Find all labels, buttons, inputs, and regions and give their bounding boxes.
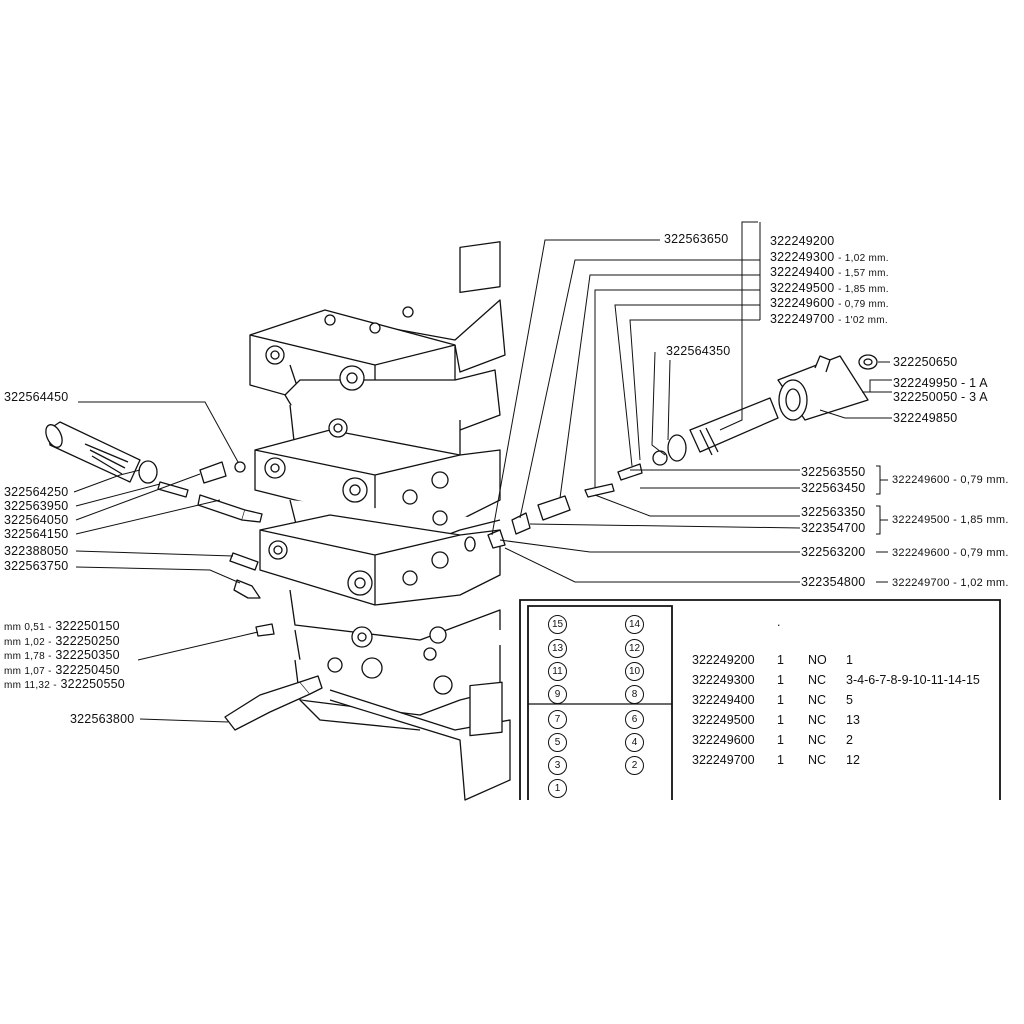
size-row: mm 0,51 - 322250150 — [4, 619, 120, 633]
position-10-marker: 10 — [625, 662, 644, 681]
result-322249600-b: 322249600 - 0,79 mm. — [892, 547, 1009, 559]
label-322249850: 322249850 — [893, 411, 958, 425]
position-12-marker: 12 — [625, 639, 644, 658]
valve-stack — [249, 241, 511, 801]
label-322564150: 322564150 — [4, 527, 69, 541]
position-9-marker: 9 — [548, 685, 567, 704]
left-parts — [45, 421, 323, 731]
right-parts — [464, 354, 878, 552]
valve-list-row: 322249700 - 1'02 mm. — [770, 311, 888, 326]
table-dot: . — [777, 615, 781, 629]
size-row: mm 1,78 - 322250350 — [4, 648, 120, 662]
position-4-marker: 4 — [625, 733, 644, 752]
label-322564050: 322564050 — [4, 513, 69, 527]
position-11-marker: 11 — [548, 662, 567, 681]
valve-list: 322249200 322249300 - 1,02 mm. 322249400… — [770, 234, 889, 327]
label-322563650: 322563650 — [664, 232, 729, 246]
size-row: mm 11,32 - 322250550 — [4, 677, 125, 691]
bottom-bracket — [329, 689, 511, 801]
position-14-marker: 14 — [625, 615, 644, 634]
valve-list-row: 322249500 - 1,85 mm. — [770, 280, 889, 295]
position-13-marker: 13 — [548, 639, 567, 658]
position-8-marker: 8 — [625, 685, 644, 704]
label-322354700: 322354700 — [801, 521, 866, 535]
label-322563450: 322563450 — [801, 481, 866, 495]
label-322564250: 322564250 — [4, 485, 69, 499]
label-322563750: 322563750 — [4, 559, 69, 573]
label-322563200: 322563200 — [801, 545, 866, 559]
position-6-marker: 6 — [625, 710, 644, 729]
position-5-marker: 5 — [548, 733, 567, 752]
valve-list-row: 322249600 - 0,79 mm. — [770, 296, 889, 310]
label-322563800: 322563800 — [70, 712, 135, 726]
label-322563550: 322563550 — [801, 465, 866, 479]
label-322249950: 322249950 - 1 A — [893, 376, 988, 390]
label-322250650: 322250650 — [893, 355, 958, 369]
result-322249700: 322249700 - 1,02 mm. — [892, 577, 1009, 589]
result-322249500: 322249500 - 1,85 mm. — [892, 514, 1009, 526]
label-322563950: 322563950 — [4, 499, 69, 513]
position-3-marker: 3 — [548, 756, 567, 775]
size-list: mm 0,51 - 322250150 mm 1,02 - 322250250 … — [4, 619, 125, 692]
label-322563350: 322563350 — [801, 505, 866, 519]
size-row: mm 1,02 - 322250250 — [4, 633, 120, 648]
valve-list-row: 322249300 - 1,02 mm. — [770, 249, 889, 264]
position-2-marker: 2 — [625, 756, 644, 775]
label-322250050: 322250050 - 3 A — [893, 390, 988, 404]
valve-cartridge — [689, 397, 779, 453]
valve-list-row: 322249400 - 1,57 mm. — [770, 265, 889, 279]
label-322354800: 322354800 — [801, 575, 866, 589]
position-1-marker: 1 — [548, 779, 567, 798]
position-7-marker: 7 — [548, 710, 567, 729]
label-322564450: 322564450 — [4, 390, 69, 404]
label-322388050: 322388050 — [4, 544, 69, 558]
size-row: mm 1,07 - 322250450 — [4, 662, 120, 677]
label-322564350: 322564350 — [666, 344, 731, 358]
top-bracket — [317, 299, 506, 373]
result-322249600-a: 322249600 - 0,79 mm. — [892, 474, 1009, 486]
sensor-plug — [224, 681, 311, 731]
valve-list-row: 322249200 — [770, 234, 835, 248]
position-15-marker: 15 — [548, 615, 567, 634]
